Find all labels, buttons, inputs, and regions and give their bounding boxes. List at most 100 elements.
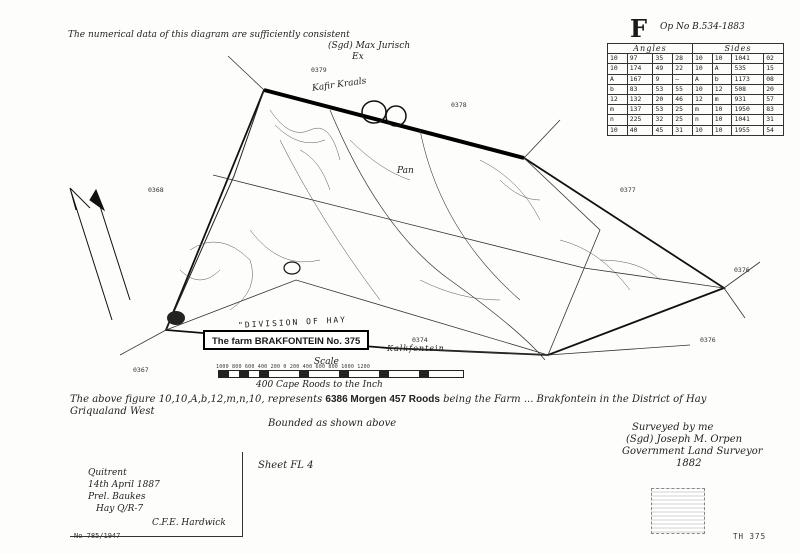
angle-cell: 31 [672, 124, 693, 136]
farm-name-box: The farm BRAKFONTEIN No. 375 [203, 330, 369, 350]
side-cell: 10 [691, 53, 713, 65]
angle-cell: 12 [607, 93, 628, 106]
quitrent-line3: Prel. Baukes [88, 492, 146, 502]
side-cell: 08 [763, 73, 784, 85]
beacon-label: 0376 [734, 266, 750, 274]
angle-cell: 49 [652, 63, 674, 75]
angle-cell: 53 [652, 104, 674, 116]
angle-cell: 97 [626, 53, 654, 65]
side-cell: 57 [763, 93, 784, 106]
side-cell: 15 [763, 63, 784, 75]
side-cell: 10 [711, 114, 733, 126]
side-cell: 10 [711, 104, 733, 116]
angle-cell: 22 [672, 63, 693, 75]
hardwick-signature: C.F.E. Hardwick [152, 518, 226, 528]
side-cell: 1041 [731, 53, 765, 65]
side-cell: 1950 [731, 104, 765, 116]
angles-header: Angles [607, 42, 693, 55]
angle-cell: m [607, 104, 628, 116]
side-cell: A [691, 73, 713, 85]
examiner-signature: (Sgd) Max Jurisch [328, 41, 411, 51]
side-cell: 535 [731, 63, 765, 75]
side-cell: A [711, 63, 733, 75]
surveyor-line1: Surveyed by me [632, 422, 714, 433]
angle-cell: 10 [607, 63, 628, 75]
angle-cell: 132 [626, 93, 654, 106]
north-arrow-right [89, 188, 131, 301]
angle-cell: 83 [626, 83, 654, 95]
boundary-heavy-top [263, 88, 525, 160]
side-cell: m [711, 93, 733, 106]
description-farm: being the Farm ... Brakfontein in the Di… [443, 394, 707, 405]
angle-cell: b [607, 83, 628, 95]
diagram-number: Op No B.534-1883 [660, 22, 745, 32]
quitrent-line4: Hay Q/R-7 [96, 504, 144, 514]
angle-cell: 28 [672, 53, 693, 65]
side-cell: 1173 [731, 73, 765, 85]
beacon-label: 0367 [133, 366, 149, 374]
description-area: 6386 Morgen 457 Roods [325, 394, 440, 405]
side-cell: 02 [763, 53, 784, 65]
north-arrow-left [69, 187, 113, 321]
angle-cell: n [607, 114, 628, 126]
side-cell: 1955 [731, 124, 765, 136]
scale-title: Scale [314, 357, 339, 367]
quitrent-box [70, 452, 243, 537]
examiner-ex: Ex [352, 52, 364, 62]
angle-cell: 10 [607, 124, 628, 136]
angle-cell: — [672, 73, 693, 85]
side-cell: 1041 [731, 114, 765, 126]
angle-cell: 45 [652, 124, 674, 136]
side-cell: m [691, 104, 713, 116]
side-cell: b [711, 73, 733, 85]
sheet-number: Sheet FL 4 [258, 460, 314, 471]
angle-cell: 225 [626, 114, 654, 126]
side-cell: 10 [691, 124, 713, 136]
angle-cell: 9 [652, 73, 674, 85]
side-cell: 10 [711, 124, 733, 136]
diagram-letter: F [630, 14, 648, 43]
angle-cell: 35 [652, 53, 674, 65]
angle-cell: 40 [626, 124, 654, 136]
terrain-shading [179, 109, 661, 311]
beacon-label: 0368 [148, 186, 164, 194]
side-cell: 10 [711, 53, 733, 65]
description-line3: Bounded as shown above [268, 418, 397, 429]
registration-stamp [651, 488, 705, 534]
description-figure: The above figure 10,10,A,b,12,m,n,10, re… [70, 394, 323, 405]
sides-header: Sides [691, 42, 785, 55]
beacon-label: 0376 [700, 336, 716, 344]
angle-cell: 25 [672, 104, 693, 116]
side-cell: 10 [691, 63, 713, 75]
scale-bar [218, 370, 464, 378]
angle-cell: 10 [607, 53, 628, 65]
angle-cell: 32 [652, 114, 674, 126]
side-cell: 10 [691, 83, 713, 95]
side-cell: 31 [763, 114, 784, 126]
beacon-label: 0374 [412, 336, 428, 344]
pan-label: Pan [397, 166, 414, 176]
surveyor-line3: Government Land Surveyor [622, 446, 763, 457]
side-cell: 20 [763, 83, 784, 95]
page-reference: TH 375 [733, 532, 767, 541]
quitrent-line1: Quitrent [88, 468, 127, 478]
surveyor-year: 1882 [676, 458, 702, 469]
side-cell: n [691, 114, 713, 126]
side-cell: 12 [711, 83, 733, 95]
scale-caption: 400 Cape Roods to the Inch [256, 380, 383, 390]
beacon-label: 0379 [311, 66, 327, 74]
description-line1: The above figure 10,10,A,b,12,m,n,10, re… [70, 394, 706, 405]
scale-ticks: 1000 800 600 400 200 0 200 400 600 800 1… [216, 364, 371, 370]
side-cell: 508 [731, 83, 765, 95]
angle-cell: 20 [652, 93, 674, 106]
